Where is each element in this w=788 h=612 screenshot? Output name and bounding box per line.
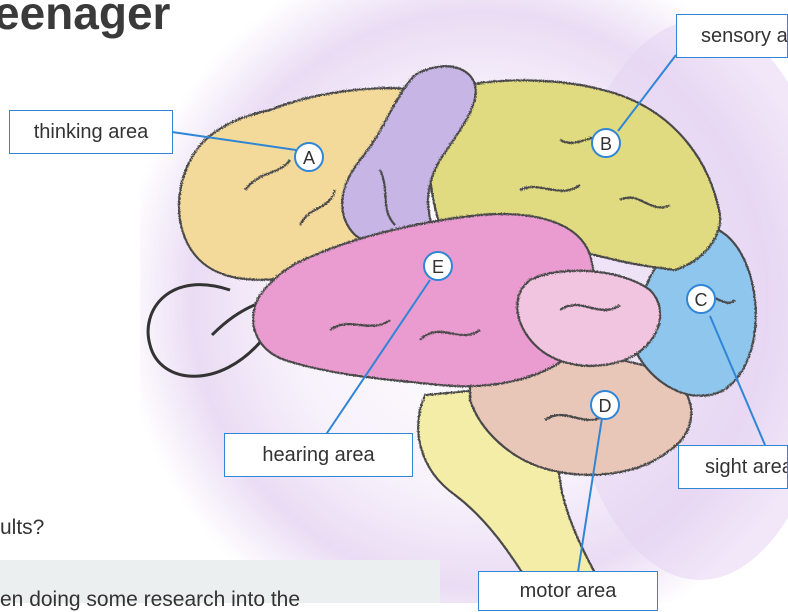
- marker-e: E: [424, 252, 452, 280]
- label-thinking-area: thinking area: [9, 110, 173, 154]
- label-sensory-area: sensory a: [676, 14, 788, 58]
- marker-d: D: [591, 391, 619, 419]
- label-sight-area: sight area: [678, 445, 788, 489]
- marker-b: B: [592, 129, 620, 157]
- page-heading: eenager: [0, 0, 170, 40]
- marker-letter: A: [303, 148, 315, 168]
- marker-letter: B: [600, 134, 612, 154]
- marker-a: A: [295, 143, 323, 171]
- label-hearing-area: hearing area: [224, 433, 413, 477]
- body-text: en doing some research into the: [0, 588, 300, 612]
- label-motor-area: motor area: [478, 571, 658, 611]
- marker-c: C: [687, 285, 715, 313]
- marker-letter: C: [695, 290, 708, 310]
- question-text: ults?: [0, 516, 44, 540]
- marker-letter: D: [599, 396, 612, 416]
- marker-letter: E: [432, 257, 444, 277]
